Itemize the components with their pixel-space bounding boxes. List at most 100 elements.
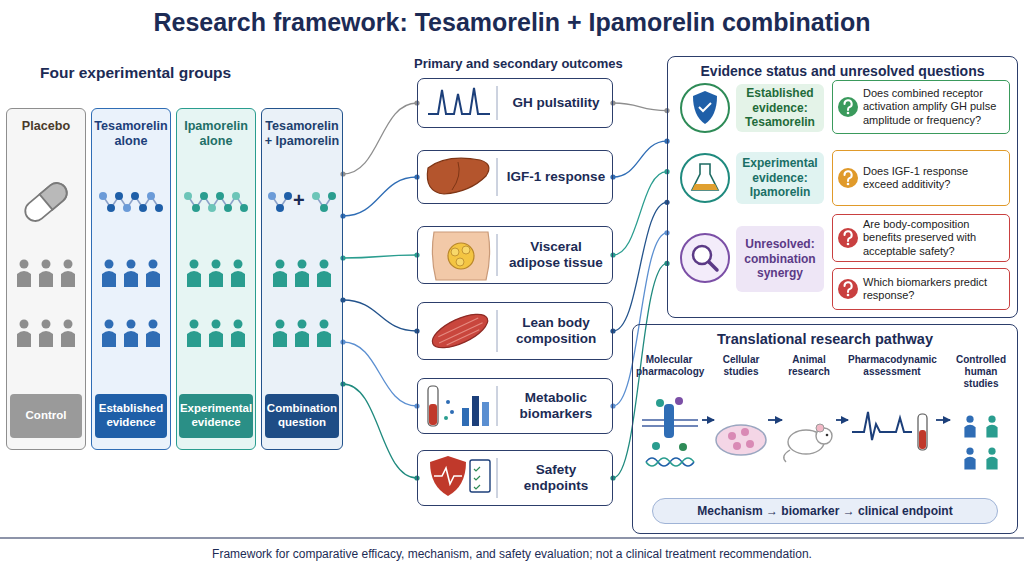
person-body [231,271,245,287]
node-text: Established evidence: Tesamorelin [736,86,824,129]
outcome-box: Lean body composition [417,302,613,360]
pharmacodynamic-icon [852,412,927,450]
connector [343,255,417,258]
person-body [209,271,223,287]
connector [343,342,417,406]
person-body [231,331,245,347]
outcome-box: Visceral adipose tissue [417,226,613,284]
evidence-label: Unresolved: combination synergy [736,226,824,292]
summary-pill: Mechanism → biomarker → clinical endpoin… [652,498,998,524]
person-body [17,331,31,347]
group-column: Tesamorelin aloneEstablished evidence [91,108,171,450]
safety-icon [430,456,490,496]
atom [115,192,123,200]
atom [284,192,292,200]
connector-dot [610,328,615,333]
node-text: Cellular studies [714,354,768,378]
node-text: Pharmacodynamic assessment [848,354,936,378]
atom [232,192,240,200]
shield-icon [681,84,729,132]
node-text: Controlled human studies [950,354,1012,390]
plus-sign: + [293,189,305,212]
node-text: Tesamorelin + Ipamorelin [262,109,342,149]
biomarker-icon [428,386,489,426]
abdomen-icon [432,232,489,280]
person-body [102,331,116,347]
person-head [320,320,329,329]
person-head [988,416,995,423]
person-body [39,331,53,347]
person-head [190,320,199,329]
person-head [988,448,995,455]
question-icon [838,228,858,248]
connector-dot [340,297,345,302]
person-head [127,320,136,329]
outcome-dividers [497,86,498,498]
pathway-step: Animal research [782,354,836,486]
node-text: Does IGF-1 response exceed additivity? [863,165,1004,191]
column-fill [6,108,86,450]
node-text: Evidence status and unresolved questions [668,57,1017,79]
person-body [317,271,331,287]
person-head [234,320,243,329]
liver-icon [427,158,489,194]
node-text: Combination question [265,402,339,430]
node-text: Visceral adipose tissue [506,239,606,271]
outcome-box: Safety endpoints [417,450,613,506]
person-head [105,320,114,329]
pathway-step: Pharmacodynamic assessment [848,354,936,486]
pathway-step: Controlled human studies [950,354,1012,486]
atom [184,192,192,200]
person-head [190,260,199,269]
atom [131,192,139,200]
connector-dot [340,381,345,386]
title: Research framework: Tesamorelin + Ipamor… [0,8,1024,37]
connector [613,233,667,406]
node-text: Tesamorelin alone [92,109,170,149]
node-text: Safety endpoints [506,462,606,494]
flask-icon [681,154,729,202]
section-label: Primary and secondary outcomes [414,56,623,71]
outcome-box: GH pulsatility [417,78,613,128]
node-text: Which biomarkers predict response? [863,276,1004,302]
evidence-label: Established evidence: Tesamorelin [736,84,824,132]
pulse-icon [428,88,490,114]
person-head [149,320,158,329]
person-body [273,271,287,287]
person-head [234,260,243,269]
person-body [102,271,116,287]
muscle-icon [428,307,493,354]
outcome-box: IGF-1 response [417,150,613,204]
group-column: PlaceboControl [6,108,86,450]
connector-dot [610,100,615,105]
atom [268,192,276,200]
node-text: Mechanism → biomarker → clinical endpoin… [697,504,952,518]
connector [702,419,714,421]
question-box: Does combined receptor activation amplif… [832,80,1010,134]
node-text: Experimental evidence: Ipamorelin [736,156,824,199]
person-body [295,271,309,287]
person-head [276,260,285,269]
node-text: Are body-composition benefits preserved … [863,218,1004,258]
panel: Translational research pathwayMolecular … [632,324,1018,534]
atom [328,192,336,200]
atom [107,204,115,212]
connector [613,103,667,111]
person-head [149,260,158,269]
atom [192,204,200,212]
connector-dot [340,339,345,344]
person-body [124,331,138,347]
human-icons [964,416,997,470]
person-body [39,271,53,287]
person-head [105,260,114,269]
atom [200,192,208,200]
pathway-step: Molecular pharmacology [636,354,702,486]
node-text: Does combined receptor activation amplif… [863,87,1004,127]
atom [123,204,131,212]
person-body [986,425,997,438]
person-body [61,331,75,347]
connector [613,141,667,177]
person-head [966,416,973,423]
question-box: Are body-composition benefits preserved … [832,214,1010,262]
